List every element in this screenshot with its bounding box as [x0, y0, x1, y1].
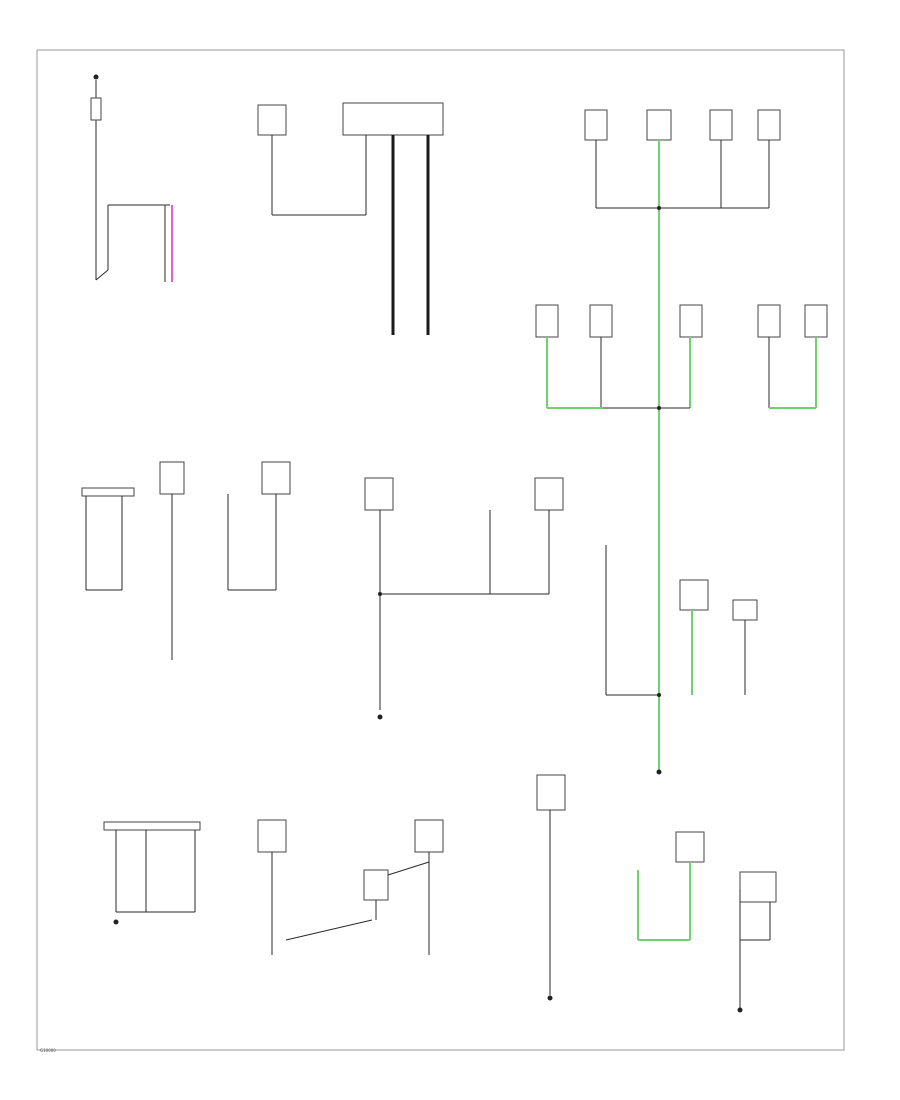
top-lamp-box-3 [709, 109, 733, 141]
top-lamp-box-4 [757, 109, 781, 141]
bottom-left-box-1 [103, 821, 201, 831]
mid-lamp-box-5 [804, 304, 828, 338]
battery-fuse-box [90, 97, 102, 121]
bottom-center-ground [547, 995, 553, 1001]
bottom-mid-diag [285, 919, 373, 941]
bottom-left-circuit [103, 819, 444, 955]
pcm-module-box [342, 102, 444, 136]
bottom-right-ground [737, 1007, 743, 1013]
bottom-center-box [536, 774, 566, 811]
trunk-ground-end [656, 769, 662, 775]
diagram-frame [36, 49, 845, 1051]
bottom-mid-box-3 [414, 819, 444, 853]
lower-right-box-2 [732, 599, 758, 621]
trunk-splice-3 [657, 693, 661, 697]
center-splice [378, 592, 382, 596]
battery-branch-wire [95, 269, 109, 281]
center-box-1 [364, 477, 394, 511]
center-circuit [364, 477, 564, 720]
mid-lamp-box-4 [757, 304, 781, 338]
bottom-mid-box-2 [363, 869, 389, 901]
lower-right-box-1 [679, 579, 709, 611]
bottom-left-ground [113, 919, 119, 925]
middle-left-circuit [81, 461, 291, 660]
mid-left-box-1 [81, 487, 135, 497]
sensor-connector-box [257, 104, 287, 136]
mid-lamp-box-2 [589, 304, 613, 338]
pcm-circuit [257, 102, 444, 335]
bottom-right-circuit [637, 831, 777, 1013]
bottom-right-box-2 [739, 871, 777, 903]
mid-lamp-box-3 [679, 304, 703, 338]
bottom-center-circuit [536, 774, 566, 1001]
trunk-splice-1 [657, 206, 661, 210]
bottom-right-box-1 [675, 831, 705, 863]
bottom-mid-box-1 [257, 819, 287, 853]
mid-lamp-box-1 [535, 304, 559, 338]
mid-left-box-3 [261, 461, 291, 495]
battery-circuit [90, 74, 173, 282]
center-box-2 [534, 477, 564, 511]
bottom-mid-link [387, 861, 430, 876]
top-lamp-box-1 [584, 109, 608, 141]
center-ground [377, 714, 383, 720]
top-lamp-box-2 [646, 109, 672, 141]
trunk-splice-2 [657, 406, 661, 410]
battery-terminal-icon [93, 74, 99, 80]
right-ground-trunk [535, 109, 828, 775]
mid-left-box-2 [159, 461, 185, 495]
page-code-label: G10000 [40, 1048, 56, 1053]
